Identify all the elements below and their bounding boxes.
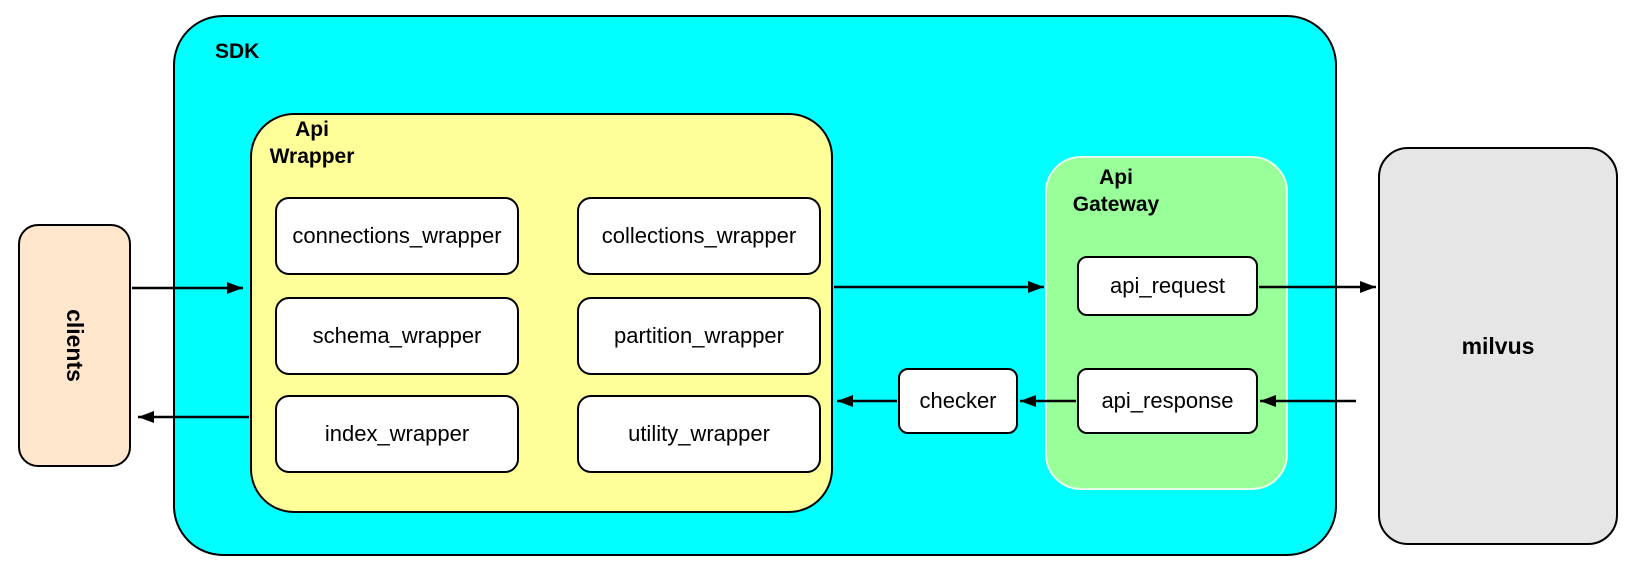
utility-wrapper-box: utility_wrapper	[577, 395, 821, 473]
api-wrapper-label: Api Wrapper	[260, 116, 364, 170]
api-gateway-label-line2: Gateway	[1072, 193, 1160, 216]
clients-box: clients	[18, 224, 131, 467]
api-wrapper-label-line2: Wrapper	[269, 145, 355, 168]
api-response-box: api_response	[1077, 368, 1258, 434]
api-request-box: api_request	[1077, 256, 1258, 316]
sdk-label: SDK	[215, 40, 260, 63]
schema-wrapper-box: schema_wrapper	[275, 297, 519, 375]
api-gateway-label: Api Gateway	[1053, 164, 1179, 218]
api-gateway-label-line1: Api	[1099, 166, 1133, 189]
index-wrapper-box: index_wrapper	[275, 395, 519, 473]
partition-wrapper-box: partition_wrapper	[577, 297, 821, 375]
collections-wrapper-box: collections_wrapper	[577, 197, 821, 275]
connections-wrapper-box: connections_wrapper	[275, 197, 519, 275]
clients-label: clients	[62, 309, 88, 382]
api-gateway-container	[1045, 156, 1288, 490]
milvus-label: milvus	[1461, 332, 1535, 359]
milvus-box: milvus	[1378, 147, 1618, 545]
api-wrapper-label-line1: Api	[295, 118, 329, 141]
checker-box: checker	[898, 368, 1018, 434]
